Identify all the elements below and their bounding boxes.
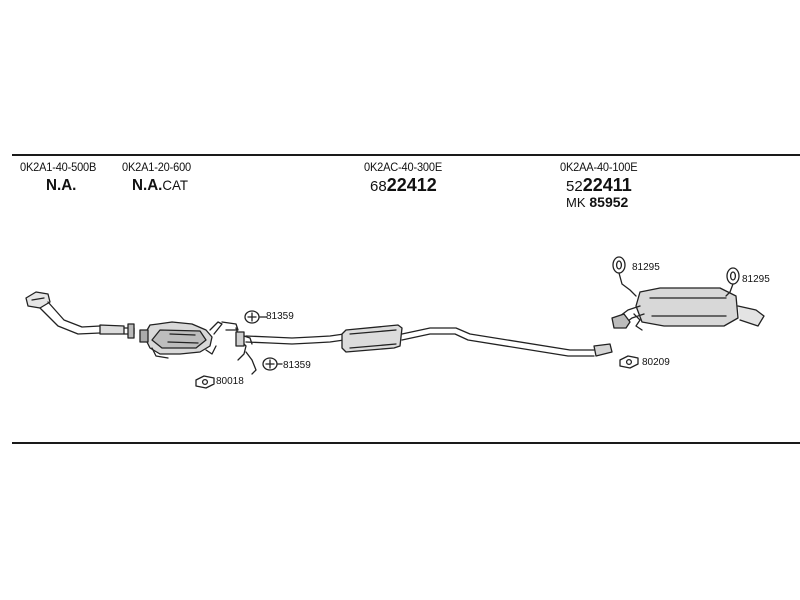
mk-rear-muffler-value: 85952 bbox=[589, 194, 629, 210]
ref-catalyst: N.A.CAT bbox=[132, 177, 188, 195]
callout-label-81295-left: 81295 bbox=[632, 262, 660, 273]
rear-muffler bbox=[611, 287, 765, 331]
catalytic-converter bbox=[139, 321, 223, 359]
ref-rear-muffler-main: 22411 bbox=[582, 175, 632, 195]
ref-front-pipe-main: N.A. bbox=[46, 177, 77, 194]
callout-label-80018: 80018 bbox=[216, 376, 244, 387]
rubber-mount-81295-right bbox=[725, 267, 740, 297]
gasket-80018 bbox=[195, 375, 215, 389]
callout-label-80209: 80209 bbox=[642, 357, 670, 368]
top-divider bbox=[12, 154, 800, 156]
part-number-catalyst: 0K2A1-20-600 bbox=[122, 160, 191, 174]
front-pipe bbox=[25, 291, 135, 339]
ref-center-pipe: 6822412 bbox=[370, 175, 437, 196]
part-number-center-pipe: 0K2AC-40-300E bbox=[364, 160, 443, 174]
part-number-front-pipe: 0K2A1-40-500B bbox=[20, 160, 97, 174]
ref-catalyst-suffix: CAT bbox=[162, 177, 189, 193]
pipe-hanger-bracket bbox=[221, 321, 257, 375]
callout-label-81359-lower: 81359 bbox=[283, 360, 311, 371]
ref-front-pipe: N.A. bbox=[46, 177, 76, 195]
rubber-mount-81359-lower bbox=[262, 357, 283, 371]
rubber-mount-81295-left bbox=[612, 256, 637, 297]
mk-rear-muffler-prefix: MK bbox=[566, 195, 586, 210]
ref-catalyst-main: N.A. bbox=[132, 177, 163, 194]
callout-label-81359-upper: 81359 bbox=[266, 311, 294, 322]
ref-center-pipe-prefix: 68 bbox=[370, 178, 387, 195]
center-pipe bbox=[245, 324, 613, 357]
ref-rear-muffler-prefix: 52 bbox=[566, 178, 583, 195]
gasket-80209 bbox=[619, 355, 639, 369]
rubber-mount-81359-upper bbox=[244, 310, 267, 324]
ref-rear-muffler: 5222411 bbox=[566, 175, 632, 196]
mk-rear-muffler: MK 85952 bbox=[566, 194, 628, 210]
callout-label-81295-right: 81295 bbox=[742, 274, 770, 285]
ref-center-pipe-main: 22412 bbox=[386, 175, 437, 195]
part-number-rear-muffler: 0K2AA-40-100E bbox=[560, 160, 638, 174]
bottom-divider bbox=[12, 442, 800, 444]
